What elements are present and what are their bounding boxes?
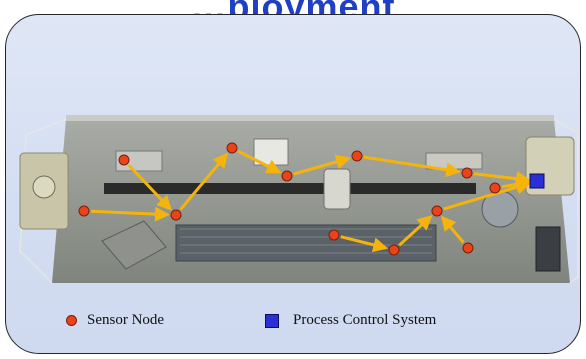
sensor-node-n3 [118,154,130,166]
machine-row [175,224,437,262]
sensor-node-n12 [489,182,501,194]
floor-frame-right [553,118,579,284]
machine-row-slats [180,228,432,254]
legend-process-control: Process Control System [265,312,436,329]
arrow-n2-n4 [179,152,229,211]
arrow-n8-n9 [340,235,389,253]
process-control-marker [265,313,279,328]
arrow-n5-n6 [293,154,352,176]
legend-sensor-node: Sensor Node [66,312,164,329]
arrow-n3-n2 [127,164,172,211]
sensor-node-n6 [351,150,363,162]
arrow-n11-n10 [440,215,465,244]
factory-floor [19,115,579,284]
data-flow-arrows [90,149,532,253]
arrow-n12-pcs [501,177,532,192]
sensor-node-marker [66,315,77,326]
sensor-node-n2 [170,209,182,221]
arrow-n1-n2 [90,206,170,222]
sensor-node-n5 [281,170,293,182]
sensor-node-n10 [431,205,443,217]
sensor-node-n4 [226,142,238,154]
control-cabinet [535,226,561,272]
arrow-n6-n7 [363,155,462,178]
network-nodes [78,142,545,256]
arrow-n10-pcs [443,179,532,211]
legend-process-control-label: Process Control System [293,312,437,328]
sensor-node-n8 [328,229,340,241]
sensor-node-n11 [462,242,474,254]
arrow-n9-n10 [398,214,433,247]
factory-floor-diagram [19,115,579,284]
machine-left-wheel [32,175,56,199]
arrow-n4-n5 [237,149,282,174]
deployment-panel: Sensor Node Process Control System [5,14,581,354]
sensor-node-n7 [461,167,473,179]
process-control-system-node [529,173,545,189]
sensor-node-n9 [388,244,400,256]
sensor-node-n1 [78,205,90,217]
conveyor-belt [104,183,476,194]
machine-station-3 [323,168,351,210]
legend-sensor-node-label: Sensor Node [87,312,165,328]
back-rail [66,115,554,121]
pallet-left [101,220,167,270]
